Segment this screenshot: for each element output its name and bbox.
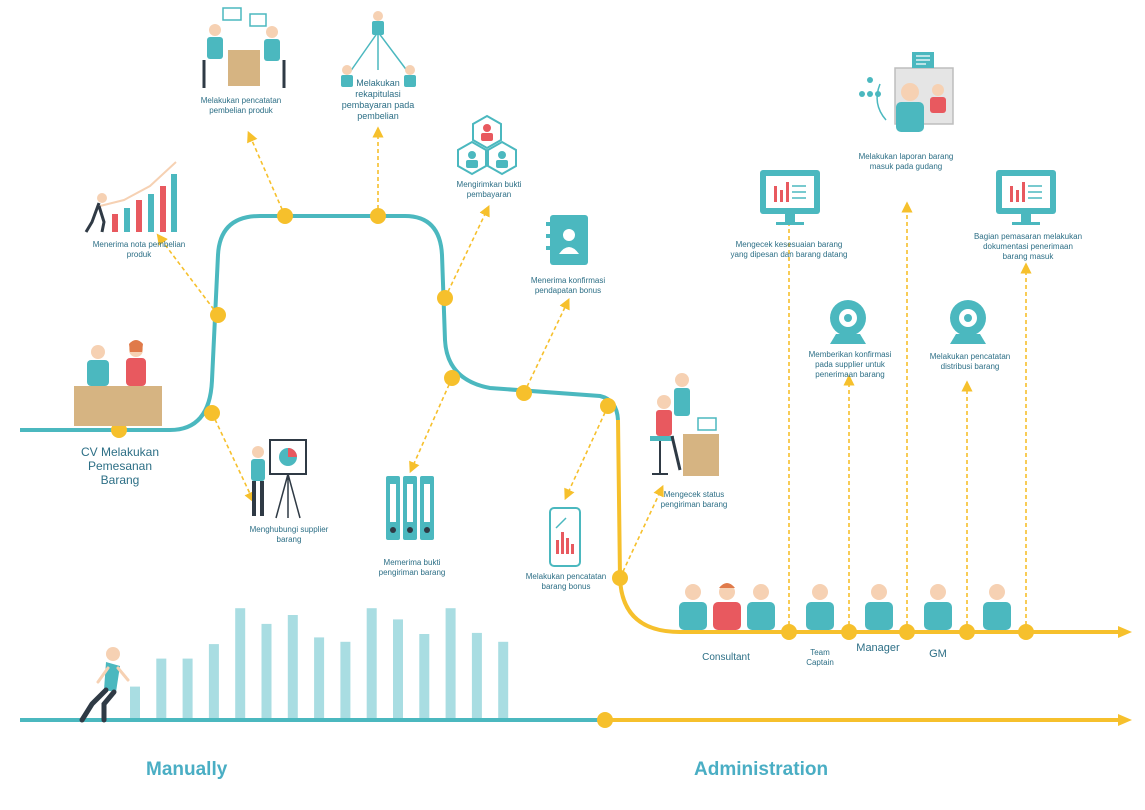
bar-14 [471, 632, 482, 718]
meeting-icon [202, 7, 286, 88]
role-manager-label: Manager [856, 642, 900, 654]
presentation-board-icon [251, 439, 307, 519]
video-conference-icon [859, 52, 954, 132]
step-order-label: CV Melakukan Pemesanan Barang [80, 445, 160, 487]
step-receive-delivery-proof-label: Memerima bukti pengiriman barang [378, 558, 446, 577]
monitor-chart-icon-1 [760, 170, 820, 225]
role-consultant-label: Consultant [702, 652, 750, 663]
rising-chart-icon [84, 161, 177, 233]
webcam-icon-1 [830, 300, 866, 344]
bar-13 [445, 608, 456, 718]
step-contact-supplier-label: Menghubungi supplier barang [249, 525, 329, 544]
bar-3 [182, 658, 193, 718]
bar-11 [393, 619, 403, 718]
decorative-bar-chart [130, 608, 509, 718]
admin-line-arrowhead [1118, 626, 1132, 638]
bar-12 [419, 634, 430, 718]
manual-process-line [20, 214, 620, 432]
running-man-icon [79, 647, 130, 723]
step-record-purchase-label: Melakukan pencatatan pembelian produk [200, 96, 282, 115]
bar-10 [366, 608, 377, 718]
order-desk-illustration [74, 340, 162, 426]
step-check-delivery-status-label: Mengecek status pengiriman barang [660, 490, 728, 509]
process-nodes [111, 208, 1034, 640]
connectors [156, 126, 1032, 632]
hexagon-team-icon [457, 114, 517, 176]
phase-administration-label: Administration [694, 759, 829, 780]
step-marketing-documentation-label: Bagian pemasaran melakukan dokumentasi p… [973, 232, 1083, 261]
bar-4 [208, 644, 219, 718]
step-record-distribution-label: Melakukan pencatatan distribusi barang [929, 352, 1011, 371]
step-confirm-supplier-receipt-label: Memberikan konfirmasi pada supplier untu… [808, 350, 892, 379]
step-check-goods-match-label: Mengecek kesesuaian barang yang dipesan … [730, 240, 848, 259]
contact-book-icon [546, 215, 588, 265]
role-team-captain-label: Team Captain [806, 648, 834, 667]
bar-5 [235, 608, 246, 718]
step-report-incoming-goods-label: Melakukan laporan barang masuk pada guda… [858, 152, 954, 171]
bar-8 [314, 637, 325, 718]
bar-6 [261, 623, 272, 718]
timeline-node [597, 712, 613, 728]
step-receive-receipt-label: Menerima nota pembelian produk [92, 240, 186, 259]
monitor-chart-icon-2 [996, 170, 1056, 225]
bar-9 [340, 641, 351, 718]
step-recap-payment-label: Melakukan rekapitulasi pembayaran pada p… [341, 78, 415, 121]
step-receive-bonus-confirmation-label: Menerima konfirmasi pendapatan bonus [530, 276, 606, 295]
binders-icon [386, 476, 434, 540]
phase-manual-label: Manually [146, 759, 228, 780]
phone-chart-icon [549, 507, 581, 567]
role-gm-label: GM [929, 648, 947, 660]
bar-7 [287, 615, 298, 718]
role-people-row [679, 583, 1011, 630]
office-desk-workers-icon [650, 373, 719, 476]
step-send-payment-proof-label: Mengirimkan bukti pembayaran [456, 180, 522, 199]
bar-1 [130, 686, 140, 718]
bar-15 [498, 641, 509, 718]
step-record-bonus-goods-label: Melakukan pencatatan barang bonus [525, 572, 607, 591]
webcam-icon-2 [950, 300, 986, 344]
network-people-icon [341, 11, 416, 87]
bar-2 [156, 658, 167, 718]
timeline-arrowhead [1118, 714, 1132, 726]
